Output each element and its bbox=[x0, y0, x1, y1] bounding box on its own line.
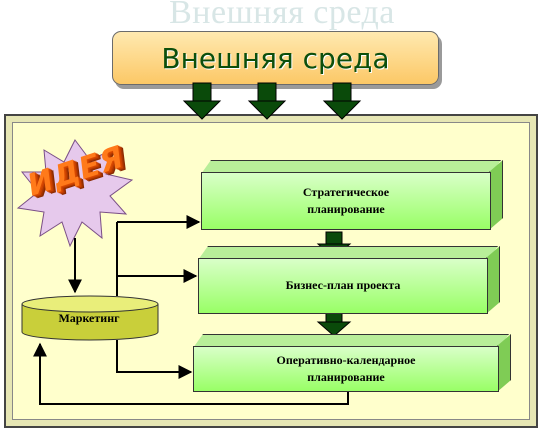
marketing-to-operational-arrow bbox=[116, 340, 193, 379]
operational-line1: Оперативно-календарное bbox=[276, 352, 416, 367]
external-environment-box: Внешняя среда bbox=[112, 31, 439, 85]
faded-title-text: Внешняя среда bbox=[169, 0, 395, 31]
down-arrow-icon bbox=[322, 82, 362, 120]
external-environment-label: Внешняя среда bbox=[161, 41, 390, 75]
marketing-label: Маркетинг bbox=[58, 311, 120, 325]
feedback-to-marketing-arrow bbox=[33, 342, 349, 405]
business-plan-box: Бизнес-план проекта bbox=[198, 258, 488, 314]
marketing-node: Маркетинг bbox=[20, 295, 158, 341]
strategic-line1: Стратегическое bbox=[302, 184, 390, 199]
strategic-planning-label: Стратегическое планирование bbox=[201, 172, 491, 230]
operational-planning-label: Оперативно-календарное планирование bbox=[193, 346, 499, 392]
down-arrow-icon bbox=[182, 82, 222, 120]
operational-planning-box: Оперативно-календарное планирование bbox=[193, 346, 499, 392]
operational-line2: планирование bbox=[307, 370, 385, 384]
marketing-cylinder-icon bbox=[21, 295, 159, 341]
down-arrow-icon bbox=[316, 311, 352, 337]
down-arrow-icon bbox=[247, 82, 287, 120]
idea-starburst-icon bbox=[16, 139, 134, 248]
business-plan-label: Бизнес-план проекта bbox=[198, 258, 488, 314]
strategic-planning-box: Стратегическое планирование bbox=[201, 172, 491, 230]
environment-down-arrows bbox=[182, 82, 362, 120]
strategic-line2: планирование bbox=[307, 202, 385, 216]
